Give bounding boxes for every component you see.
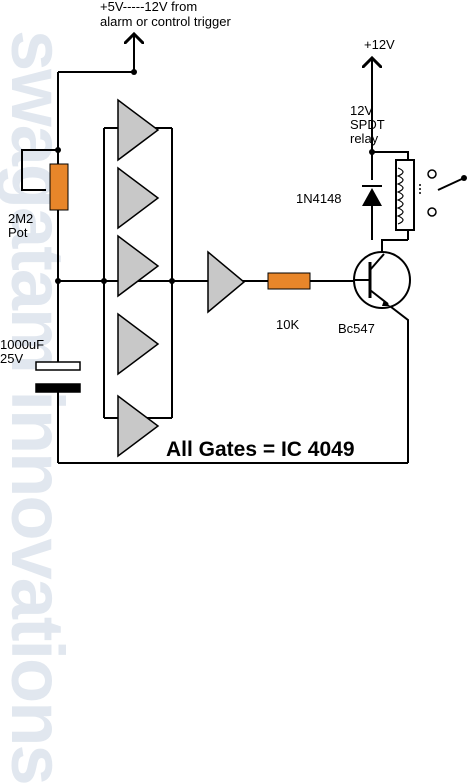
- label-pot-2: Pot: [8, 225, 28, 240]
- label-supply-trigger-2: alarm or control trigger: [100, 14, 231, 29]
- gate-2: [117, 166, 160, 230]
- transistor-bc547: [353, 251, 411, 309]
- gate-1: [117, 98, 160, 162]
- wire-emitter: [381, 299, 409, 463]
- label-supply-relay: +12V: [364, 37, 395, 52]
- gate-4: [117, 312, 160, 376]
- pot-body: [49, 163, 69, 211]
- label-relay-3: relay: [350, 131, 379, 146]
- schematic-svg: [21, 0, 467, 464]
- label-diode: 1N4148: [296, 191, 342, 206]
- label-relay-2: SPDT: [350, 117, 385, 132]
- label-resistor: 10K: [276, 317, 300, 332]
- gate-5: [117, 394, 160, 458]
- footer-title: All Gates = IC 4049: [166, 438, 355, 461]
- wire-pot-wiper: [21, 149, 58, 191]
- gate-output: [207, 250, 246, 314]
- junctions: [55, 69, 375, 284]
- diode-1n4148: [362, 185, 382, 206]
- label-capacitor-2: 25V: [0, 351, 24, 366]
- label-relay-1: 12V: [350, 103, 374, 118]
- label-capacitor-1: 1000uF: [0, 337, 45, 352]
- relay-contacts: [419, 169, 467, 217]
- label-supply-trigger-1: +5V-----12V from: [100, 0, 198, 14]
- capacitor: [35, 361, 81, 393]
- label-pot-1: 2M2: [8, 211, 34, 226]
- gate-3: [117, 234, 160, 298]
- resistor-10k: [267, 272, 311, 290]
- gate-bank: [117, 98, 246, 458]
- label-transistor: Bc547: [338, 321, 375, 336]
- relay-coil: [395, 159, 415, 231]
